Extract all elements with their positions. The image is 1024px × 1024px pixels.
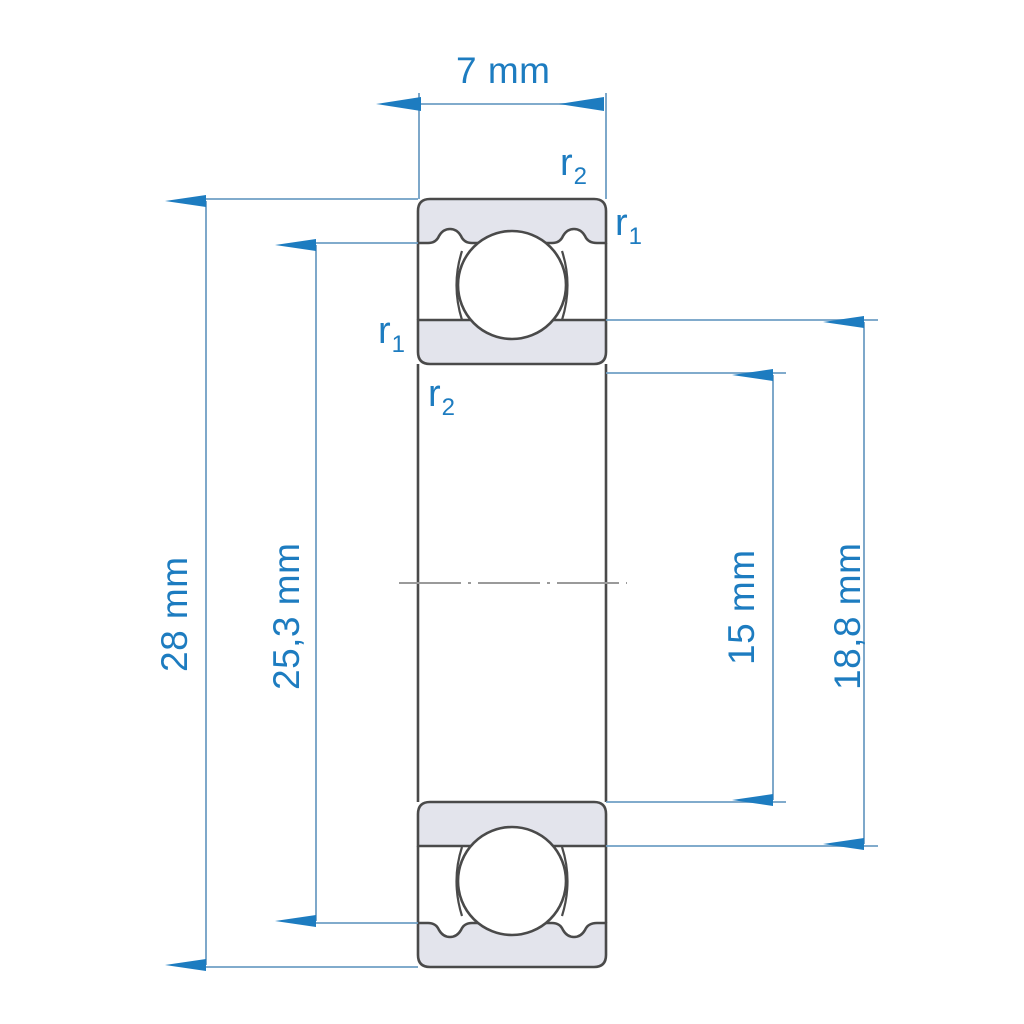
dimension-label-bore: 15 mm — [721, 549, 762, 665]
cage-arc-bottom-left — [455, 846, 464, 917]
dimension-label-shoulder-bore: 18,8 mm — [827, 542, 868, 690]
bearing-body — [399, 197, 627, 969]
cage-arc-bottom-right — [560, 846, 569, 917]
radius-callout-r2-bottom: r2 — [428, 373, 456, 421]
ball-top — [456, 229, 568, 341]
outer-ring-top — [416, 197, 608, 245]
cage-arc-top-right — [560, 250, 569, 321]
dimension-shoulder-bore — [606, 316, 878, 850]
dimension-bore — [606, 369, 786, 806]
dimension-width — [376, 93, 607, 199]
inner-ring-top — [416, 318, 608, 366]
radius-callout-r1-left: r1 — [378, 310, 406, 358]
outer-ring-bottom — [416, 921, 608, 969]
cage-arc-top-left — [455, 250, 464, 321]
dimension-label-shoulder-outer: 25,3 mm — [266, 542, 307, 690]
radius-callout-r1-top: r1 — [615, 202, 643, 250]
ball-bottom — [456, 825, 568, 937]
dimension-label-width: 7 mm — [456, 50, 551, 91]
radius-callout-r2-top: r2 — [560, 142, 588, 190]
dimension-label-outer-diameter: 28 mm — [154, 556, 195, 672]
dimension-outer-diameter — [165, 195, 418, 971]
dimension-shoulder-outer — [275, 239, 418, 927]
